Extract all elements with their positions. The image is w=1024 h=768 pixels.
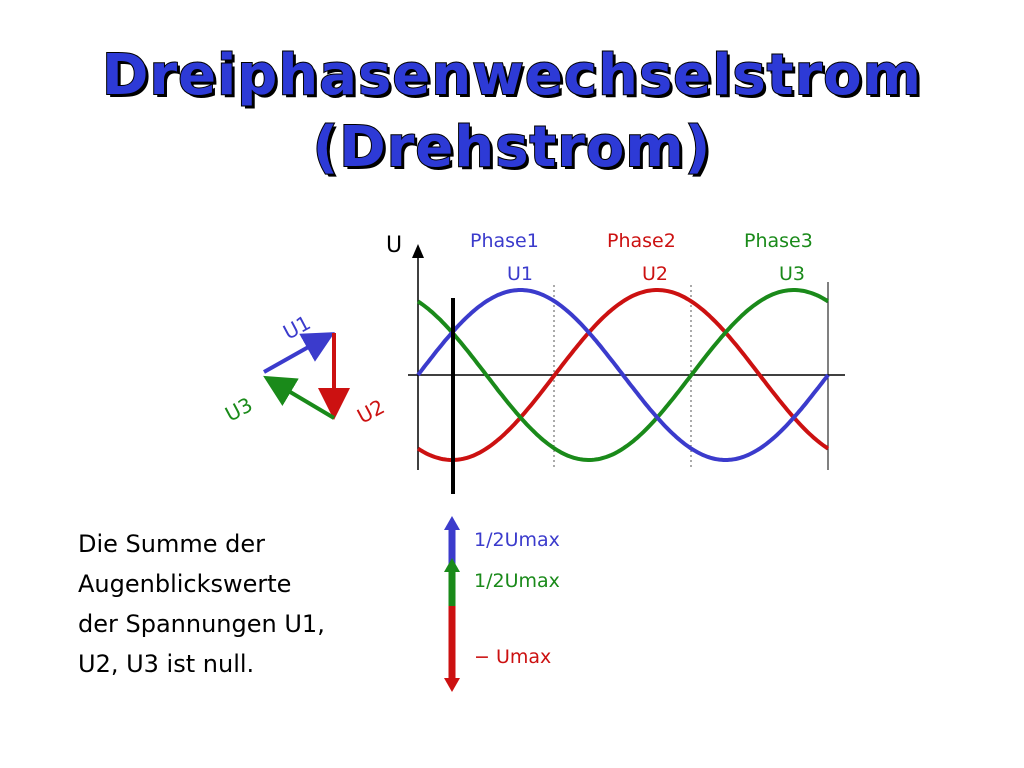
phasor-u1-arrow xyxy=(263,332,335,374)
title-line-2: (Drehstrom) xyxy=(312,115,712,181)
sum-label-u2: − Umax xyxy=(474,646,551,668)
phase1-name: Phase1 xyxy=(470,230,539,252)
description-line: U2, U3 ist null. xyxy=(78,650,255,678)
phasor-u1-label: U1 xyxy=(279,310,314,344)
phase2-label: U2 xyxy=(642,263,668,285)
phasor-u3-label: U3 xyxy=(221,392,256,426)
sum-label-u3: 1/2Umax xyxy=(474,570,560,592)
description-line: Die Summe der xyxy=(78,530,266,558)
y-axis-label: U xyxy=(386,233,402,258)
phase3-name: Phase3 xyxy=(744,230,813,252)
phase2-name: Phase2 xyxy=(607,230,676,252)
sum-bar-u2-arrowhead xyxy=(444,678,460,692)
sum-bar-u3-arrowhead xyxy=(444,558,460,572)
phasor-u2-label: U2 xyxy=(353,394,388,428)
phasor-u3-arrow xyxy=(263,375,336,420)
phase1-label: U1 xyxy=(507,263,533,285)
sum-label-u1: 1/2Umax xyxy=(474,529,560,551)
title-line-1: Dreiphasenwechselstrom xyxy=(101,43,923,109)
phase2-curve xyxy=(416,288,830,462)
phase3-label: U3 xyxy=(779,263,805,285)
description-text: Die Summe der Augenblickswerte der Spann… xyxy=(78,524,325,684)
phase3-curve xyxy=(416,288,830,462)
description-line: der Spannungen U1, xyxy=(78,610,325,638)
y-axis-arrow xyxy=(412,244,424,258)
description-line: Augenblickswerte xyxy=(78,570,292,598)
sum-bar-u1-arrowhead xyxy=(444,516,460,530)
phase1-curve xyxy=(416,288,830,462)
